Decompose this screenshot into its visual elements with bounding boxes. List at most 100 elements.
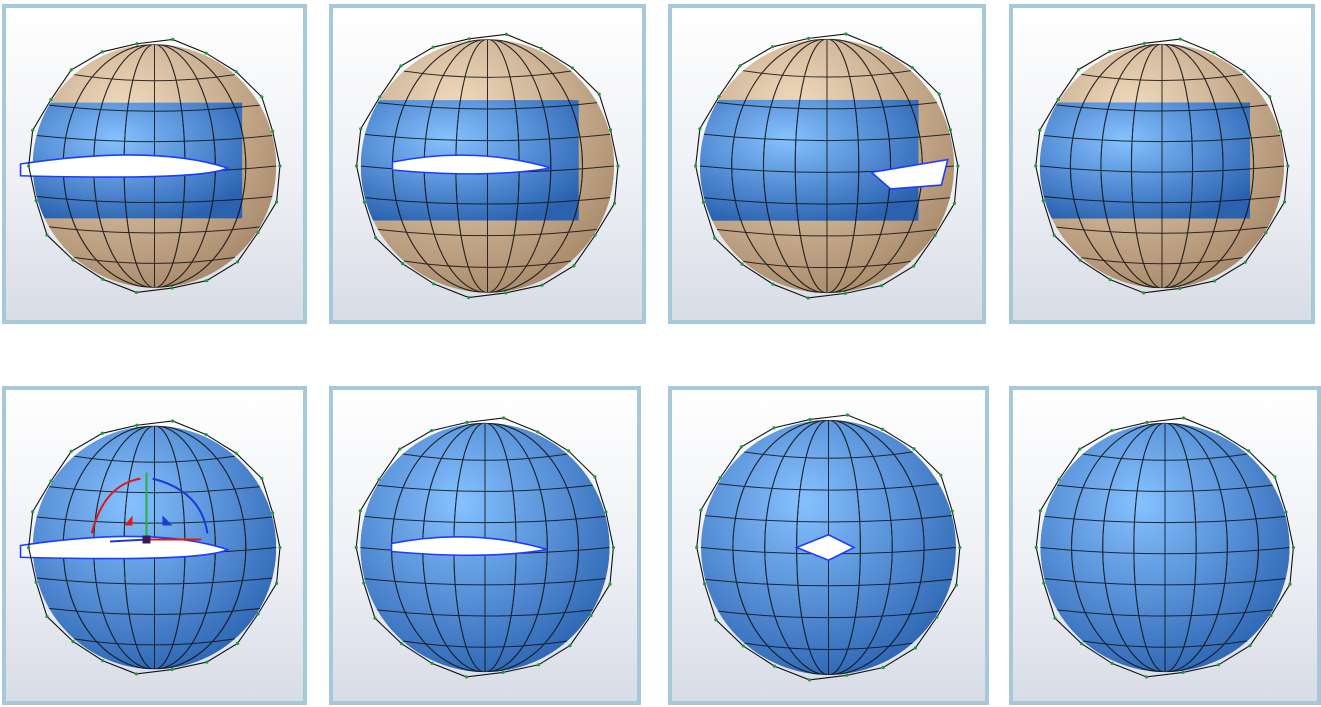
mesh-vertex-point[interactable]	[271, 129, 275, 133]
mesh-vertex-point[interactable]	[1142, 291, 1146, 295]
mesh-vertex-point[interactable]	[1288, 582, 1292, 586]
mesh-vertex-point[interactable]	[593, 233, 597, 237]
mesh-vertex-point[interactable]	[467, 37, 471, 41]
mesh-vertex-point[interactable]	[845, 413, 850, 417]
mesh-vertex-point[interactable]	[31, 510, 35, 514]
mesh-vertex-point[interactable]	[465, 420, 469, 424]
mesh-vertex-point[interactable]	[1110, 428, 1114, 433]
mesh-vertex-point[interactable]	[34, 580, 38, 584]
mesh-vertex-point[interactable]	[501, 670, 505, 675]
mesh-vertex-point[interactable]	[399, 64, 403, 68]
mesh-vertex-point[interactable]	[430, 428, 434, 433]
mesh-vertex-point[interactable]	[234, 70, 238, 74]
mesh-vertex-point[interactable]	[1242, 69, 1246, 74]
transform-manipulator[interactable]	[90, 472, 209, 544]
mesh-vertex-point[interactable]	[1182, 416, 1186, 420]
mesh-vertex-point[interactable]	[1038, 128, 1042, 132]
mesh-vertex-point[interactable]	[1273, 475, 1277, 479]
mesh-vertex-point[interactable]	[1286, 164, 1290, 168]
mesh-vertex-point[interactable]	[1284, 510, 1288, 514]
mesh-vertex-point[interactable]	[49, 97, 53, 102]
mesh-vertex-point[interactable]	[464, 675, 468, 679]
viewport-panel-top-1[interactable]	[2, 4, 307, 324]
mesh-vertex-point[interactable]	[1264, 231, 1268, 235]
mesh-vertex-point[interactable]	[69, 449, 73, 454]
mesh-vertex-point[interactable]	[374, 236, 378, 240]
mesh-vertex-point[interactable]	[717, 94, 721, 99]
mesh-vertex-point[interactable]	[694, 164, 698, 168]
mesh-vertex-point[interactable]	[772, 664, 776, 668]
mesh-vertex-point[interactable]	[466, 295, 471, 300]
mesh-vertex-point[interactable]	[1076, 67, 1081, 72]
viewport-panel-top-3[interactable]	[668, 4, 986, 324]
mesh-vertex-point[interactable]	[741, 644, 745, 648]
mesh-vertex-point[interactable]	[612, 201, 617, 205]
mesh-vertex-point[interactable]	[278, 164, 282, 168]
mesh-vertex-point[interactable]	[597, 92, 601, 96]
viewport-panel-bottom-1[interactable]	[2, 386, 307, 705]
mesh-vertex-point[interactable]	[611, 545, 615, 550]
mesh-vertex-point[interactable]	[699, 508, 703, 512]
mesh-vertex-point[interactable]	[204, 432, 208, 437]
mesh-vertex-point[interactable]	[1038, 509, 1042, 513]
mesh-vertex-point[interactable]	[135, 42, 139, 46]
mesh-vertex-point[interactable]	[358, 509, 362, 513]
mesh-vertex-point[interactable]	[271, 511, 275, 515]
mesh-vertex-point[interactable]	[34, 199, 38, 203]
mesh-vertex-point[interactable]	[714, 618, 718, 622]
mesh-vertex-point[interactable]	[1248, 644, 1252, 648]
mesh-vertex-point[interactable]	[910, 65, 914, 70]
mesh-vertex-point[interactable]	[1269, 613, 1273, 618]
mesh-vertex-point[interactable]	[593, 475, 597, 479]
mesh-vertex-point[interactable]	[400, 642, 404, 646]
mesh-vertex-point[interactable]	[354, 545, 358, 550]
mesh-vertex-point[interactable]	[359, 127, 363, 131]
mesh-vertex-point[interactable]	[1268, 95, 1272, 99]
mesh-vertex-point[interactable]	[1216, 430, 1220, 434]
mesh-vertex-point[interactable]	[71, 639, 75, 644]
mesh-vertex-point[interactable]	[913, 646, 918, 650]
mesh-vertex-point[interactable]	[807, 36, 811, 40]
mesh-vertex-point[interactable]	[278, 545, 282, 550]
mesh-vertex-point[interactable]	[1034, 164, 1038, 168]
mesh-vertex-point[interactable]	[135, 423, 139, 427]
mesh-vertex-point[interactable]	[235, 260, 240, 264]
mesh-vertex-point[interactable]	[1078, 258, 1082, 262]
mesh-vertex-point[interactable]	[430, 661, 434, 666]
mesh-vertex-point[interactable]	[1282, 200, 1287, 204]
mesh-vertex-point[interactable]	[958, 545, 962, 550]
mesh-vertex-point[interactable]	[880, 283, 884, 288]
mesh-vertex-point[interactable]	[49, 479, 53, 483]
mesh-vertex-point[interactable]	[540, 283, 544, 287]
mesh-vertex-point[interactable]	[771, 282, 775, 286]
mesh-vertex-point[interactable]	[398, 447, 402, 451]
mesh-vertex-point[interactable]	[1034, 545, 1038, 550]
mesh-vertex-point[interactable]	[845, 673, 849, 677]
mesh-vertex-point[interactable]	[354, 164, 359, 168]
mesh-vertex-point[interactable]	[31, 128, 35, 132]
mesh-vertex-point[interactable]	[27, 545, 31, 550]
mesh-vertex-point[interactable]	[570, 66, 575, 70]
mesh-vertex-point[interactable]	[604, 510, 608, 514]
mesh-vertex-point[interactable]	[100, 431, 104, 435]
mesh-vertex-point[interactable]	[1178, 37, 1182, 41]
mesh-vertex-point[interactable]	[274, 200, 279, 204]
mesh-vertex-point[interactable]	[1243, 260, 1247, 264]
mesh-vertex-point[interactable]	[45, 233, 49, 237]
mesh-vertex-point[interactable]	[1212, 279, 1217, 283]
mesh-vertex-point[interactable]	[1041, 199, 1045, 203]
mesh-vertex-point[interactable]	[772, 426, 776, 430]
mesh-vertex-point[interactable]	[608, 128, 613, 132]
mesh-vertex-point[interactable]	[134, 290, 138, 295]
mesh-vertex-point[interactable]	[1278, 129, 1283, 133]
mesh-vertex-point[interactable]	[1078, 447, 1082, 451]
mesh-vertex-point[interactable]	[256, 612, 260, 616]
mesh-vertex-point[interactable]	[933, 233, 937, 238]
mesh-vertex-point[interactable]	[134, 672, 138, 676]
mesh-vertex-point[interactable]	[536, 430, 540, 434]
mesh-vertex-point[interactable]	[1142, 41, 1146, 45]
mesh-vertex-point[interactable]	[616, 164, 620, 168]
viewport-panel-top-4[interactable]	[1009, 4, 1315, 324]
mesh-vertex-point[interactable]	[1144, 675, 1148, 679]
mesh-vertex-point[interactable]	[504, 291, 508, 295]
